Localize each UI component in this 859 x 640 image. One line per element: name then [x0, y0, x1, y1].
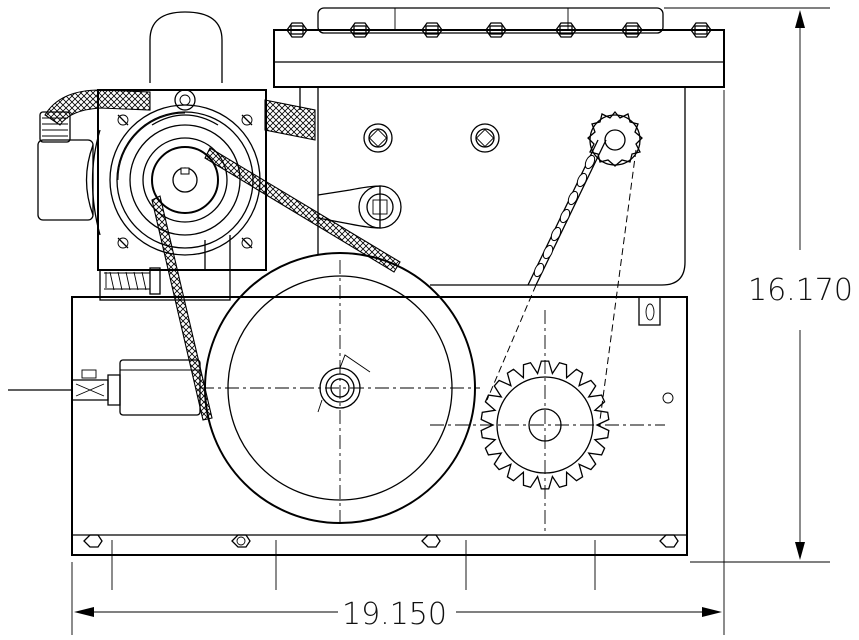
- drain-plug-2: [470, 123, 500, 153]
- tension-spring: [104, 267, 161, 295]
- drain-plug-1: [363, 123, 393, 153]
- hex-bolt: [421, 22, 443, 38]
- hex-bolt: [690, 22, 712, 38]
- gearbox-housing: [273, 7, 725, 286]
- width-dimension: 19.150: [71, 90, 725, 635]
- width-dimension-label: 19.150: [342, 597, 447, 632]
- driven-pulley: [200, 252, 480, 525]
- chain: [486, 139, 637, 421]
- hex-bolt: [621, 22, 643, 38]
- v-belt: [151, 147, 401, 421]
- height-dimension: 16.170: [664, 7, 853, 563]
- base-plate: [71, 296, 688, 556]
- hex-bolt: [485, 22, 507, 38]
- hex-bolt: [286, 22, 308, 38]
- hex-bolt: [349, 22, 371, 38]
- drive-pulley: [109, 104, 261, 256]
- motor-mount-plate: [97, 89, 267, 301]
- tensioner-arm: [317, 185, 402, 229]
- large-sprocket: [430, 310, 665, 535]
- small-sprocket: [587, 110, 643, 167]
- hex-bolt: [555, 22, 577, 38]
- height-dimension-label: 16.170: [748, 273, 853, 308]
- bolt-row: [286, 22, 712, 38]
- limit-switch: [8, 359, 201, 416]
